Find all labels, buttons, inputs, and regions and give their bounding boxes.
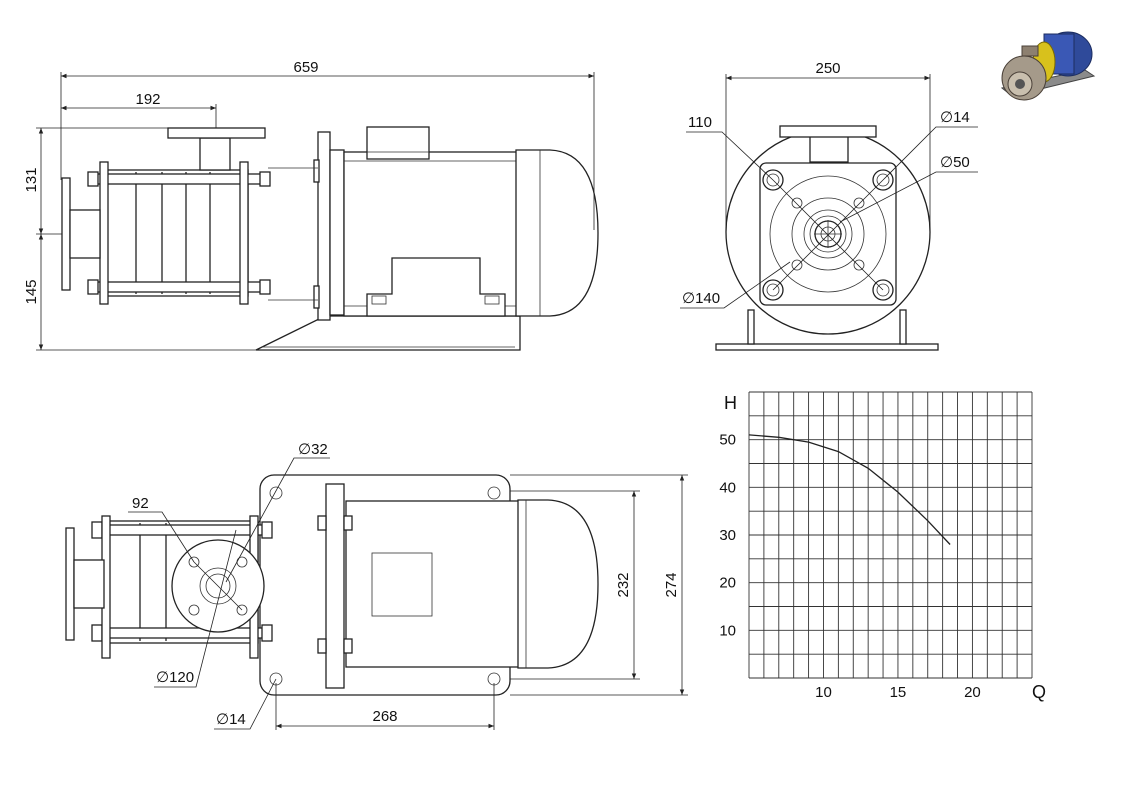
dim-lower-height: 145	[23, 279, 40, 304]
y-tick-label: 50	[719, 432, 736, 449]
dim-overall-width: 274	[663, 572, 680, 597]
chart-y-axis-label: H	[724, 393, 737, 413]
base-plate	[255, 315, 521, 351]
dim-flange-dia-label: ∅120	[156, 669, 194, 686]
y-tick-label: 40	[719, 479, 736, 496]
terminal-box	[366, 126, 430, 160]
outlet-pipe	[199, 137, 231, 171]
pump-3d-thumbnail	[1000, 31, 1096, 101]
dim-bore-label: ∅50	[940, 154, 970, 171]
dim-base-hole-spacing: 268	[372, 708, 397, 725]
dim-flange-bolt-label: ∅32	[298, 441, 328, 458]
motor-flange	[317, 131, 331, 321]
front-view: 250 110 ∅14 ∅50 ∅140	[680, 60, 978, 351]
dim-bolt-circle: 92	[132, 495, 149, 512]
chart-series-line	[748, 434, 951, 545]
fan-cover	[515, 149, 599, 317]
outlet-flange	[167, 127, 266, 139]
motor-foot	[366, 257, 506, 317]
x-tick-label: 15	[890, 684, 907, 701]
y-tick-label: 10	[719, 622, 736, 639]
pump-stages	[103, 169, 249, 297]
chart-grid	[748, 391, 1033, 679]
x-tick-label: 20	[964, 684, 981, 701]
dim-outlet-offset: 192	[135, 91, 160, 108]
y-tick-label: 20	[719, 575, 736, 592]
performance-chart: 10 15 20 10 20 30 40 50 H Q	[719, 391, 1046, 702]
chart-x-axis-label: Q	[1032, 682, 1046, 702]
top-view: ∅32 92 ∅120 ∅14 268 232 274	[65, 441, 688, 730]
side-view: 659 192 131 145	[23, 59, 599, 351]
dim-overall-length: 659	[293, 59, 318, 76]
chart-ticks: 10 15 20 10 20 30 40 50	[719, 432, 980, 701]
dim-front-width: 250	[815, 60, 840, 77]
dim-upper-height: 131	[23, 167, 40, 192]
dim-base-width: 232	[615, 572, 632, 597]
front-base	[715, 343, 939, 351]
dim-bolt-spacing: 110	[688, 114, 712, 131]
dim-flange-label: ∅140	[682, 290, 720, 307]
dim-base-hole-label: ∅14	[216, 711, 246, 728]
x-tick-label: 10	[815, 684, 832, 701]
dim-bolt-hole-label: ∅14	[940, 109, 970, 126]
inlet-flange	[61, 177, 71, 291]
y-tick-label: 30	[719, 527, 736, 544]
